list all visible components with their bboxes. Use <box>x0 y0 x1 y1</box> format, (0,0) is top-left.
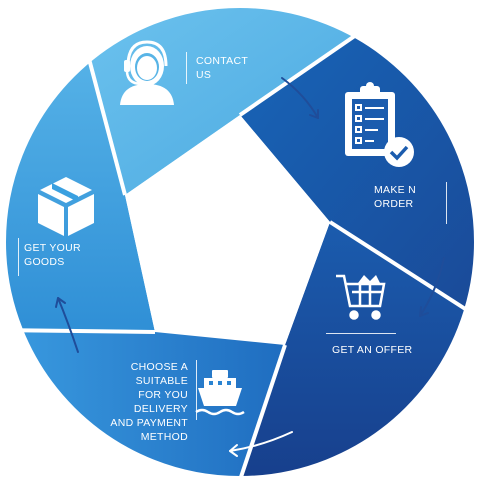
divider-goods <box>18 238 19 276</box>
step-label-make-order: MAKE N ORDER <box>374 184 417 210</box>
divider-contact <box>186 52 187 84</box>
center-pentagon <box>125 115 330 345</box>
arrow-delivery-to-goods <box>57 297 79 353</box>
ship-icon <box>195 370 245 416</box>
clipboard-checklist-icon <box>345 82 414 167</box>
arrow-contact-to-order <box>281 77 319 119</box>
divider-order <box>446 182 447 224</box>
arrow-order-to-offer <box>419 257 445 317</box>
divider-offer <box>326 333 396 334</box>
flow-arrows <box>55 77 445 457</box>
divider-delivery <box>196 360 197 420</box>
package-box-icon <box>38 177 94 236</box>
shopping-cart-icon <box>336 274 386 320</box>
step-label-get-offer: GET AN OFFER <box>332 344 413 356</box>
step-label-get-goods: GET YOUR GOODS <box>24 242 81 268</box>
support-agent-icon <box>120 40 174 105</box>
arrow-offer-to-delivery <box>229 431 293 452</box>
step-label-delivery: CHOOSE A SUITABLE FOR YOU DELIVERY AND P… <box>110 361 188 443</box>
step-label-contact-us: CONTACT US <box>196 55 249 81</box>
